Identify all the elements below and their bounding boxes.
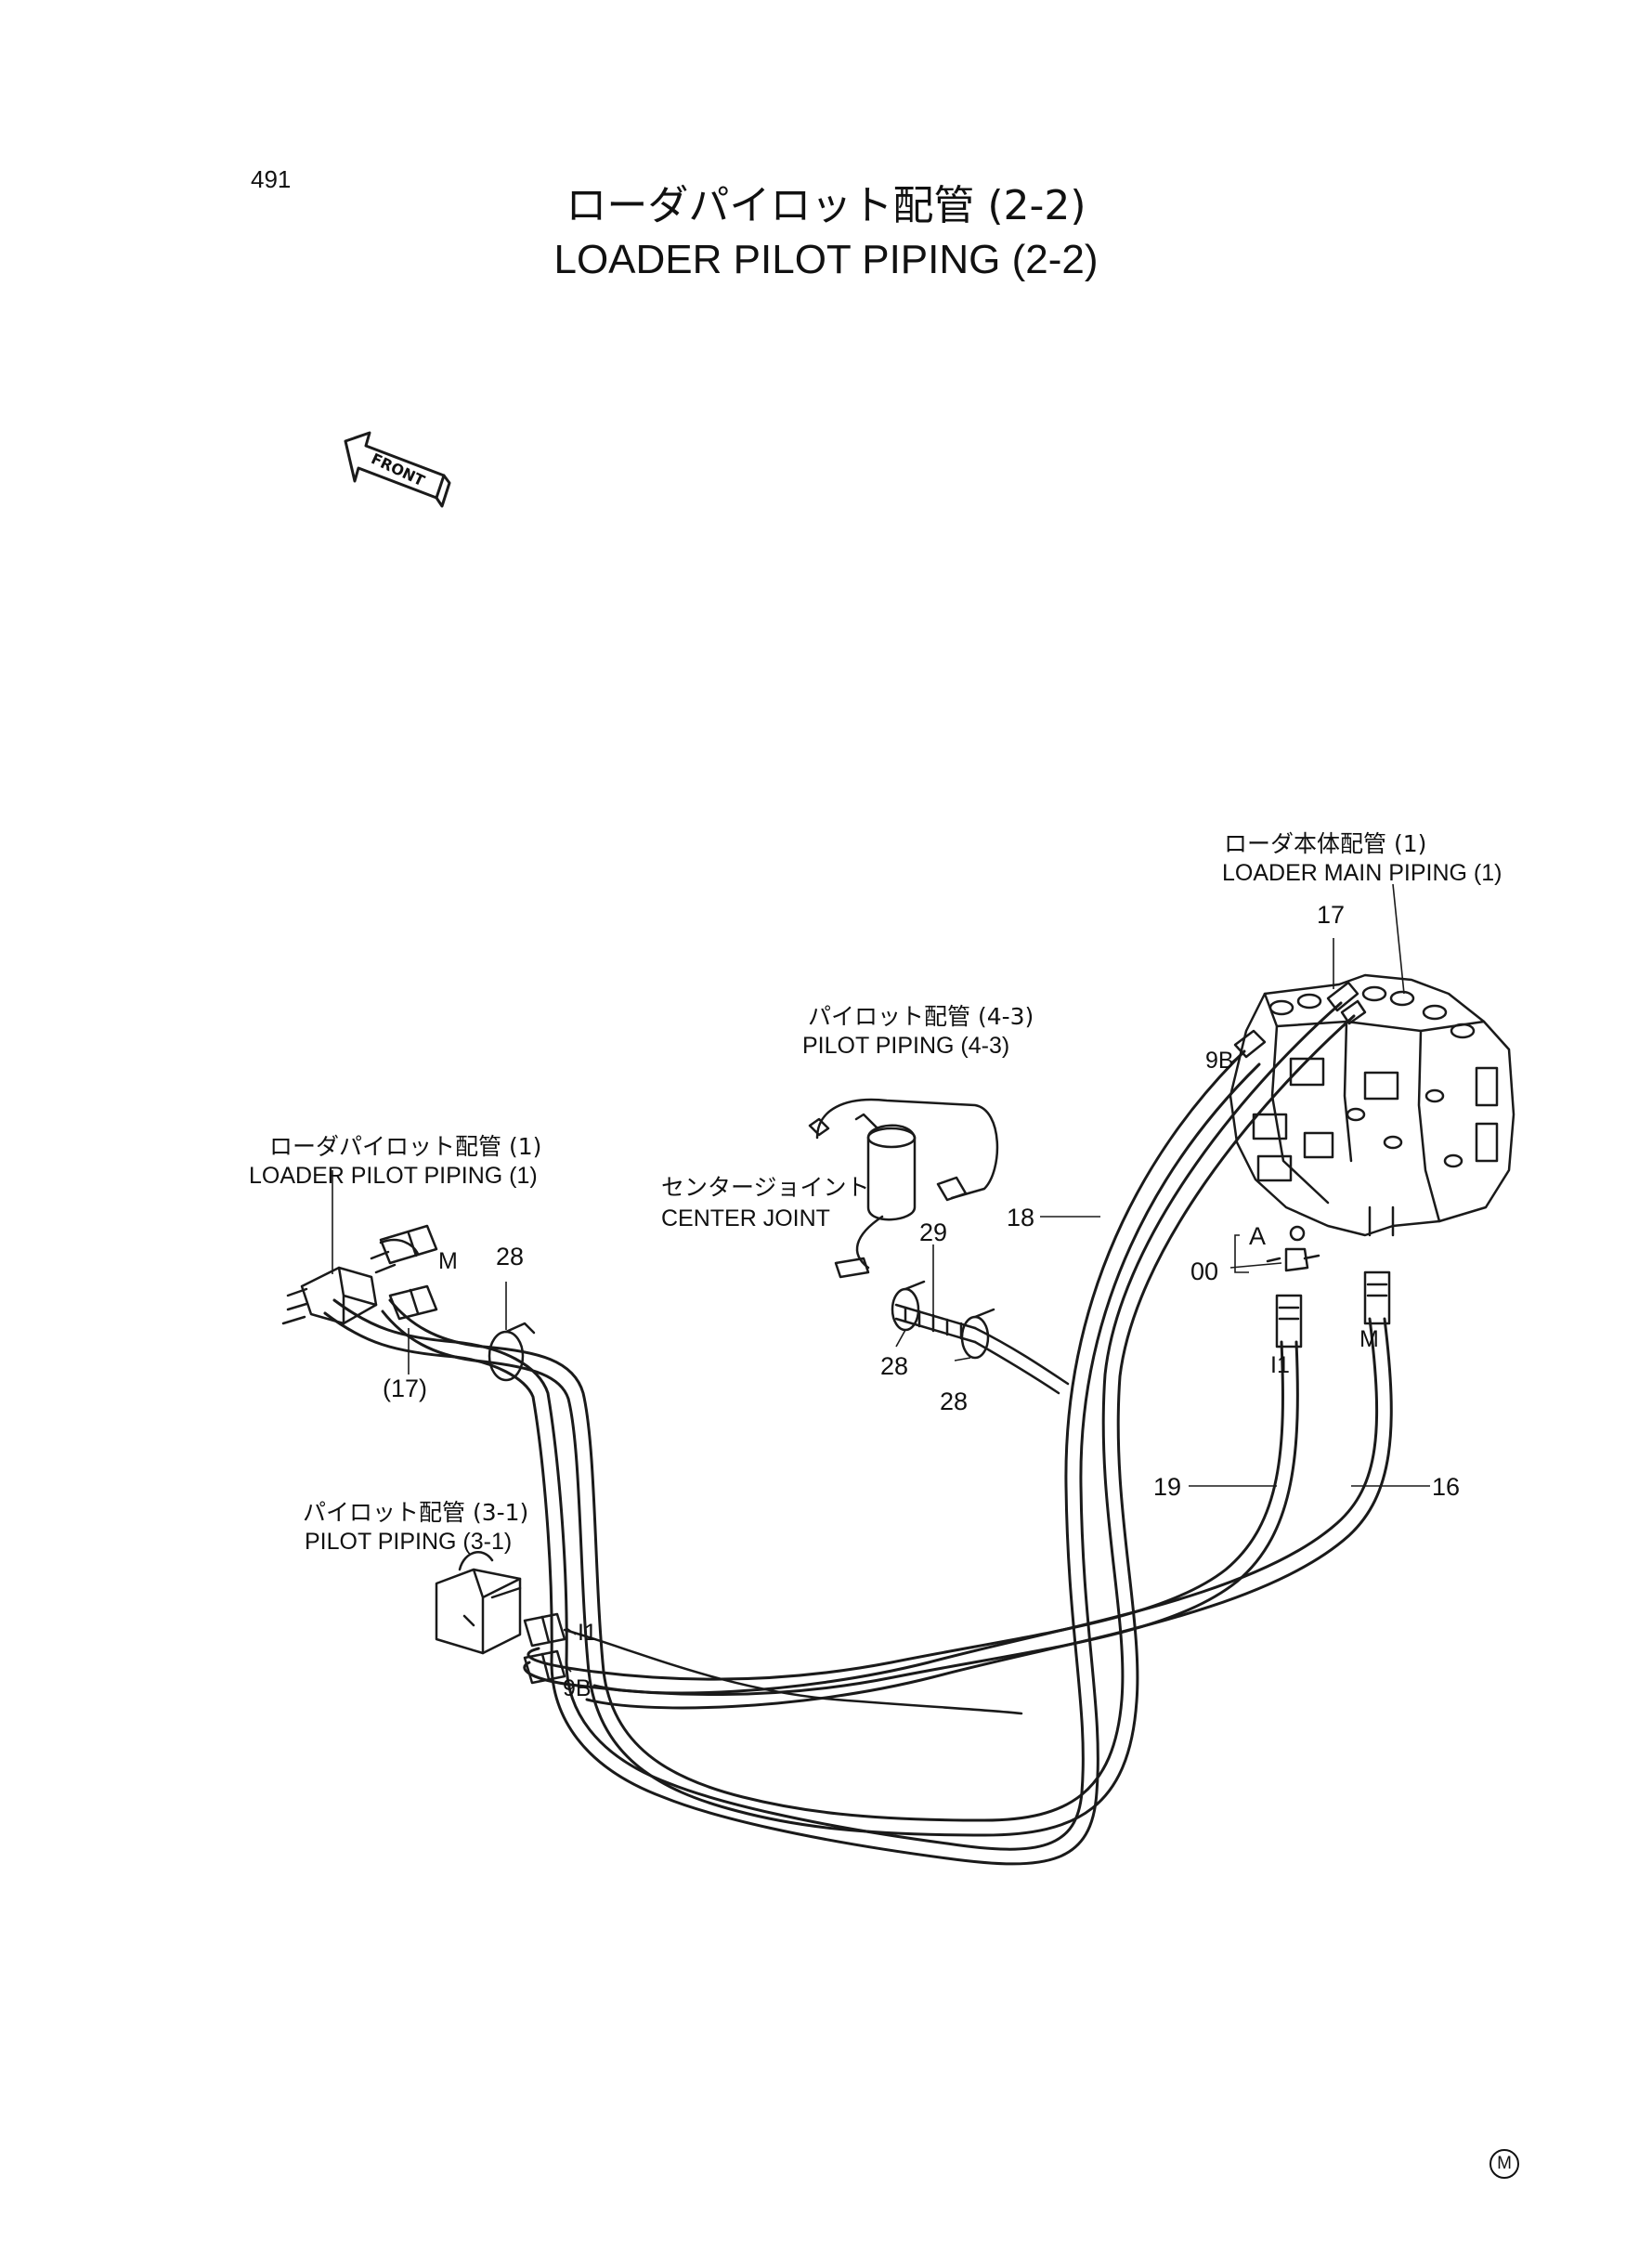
clamp-28-left [488, 1322, 536, 1382]
leader-lines [332, 883, 1430, 1673]
callout-9b-valve: 9B [1205, 1048, 1234, 1074]
control-valve-body [1229, 973, 1515, 1237]
ref-loader-pilot-piping-1-jp: ローダパイロット配管 (1) [269, 1133, 542, 1160]
fitting-i1-right [1275, 1294, 1303, 1348]
hose-17 [381, 1001, 1356, 1837]
callout-28-cj-b: 28 [940, 1388, 969, 1415]
pilot-block-3-1 [435, 1551, 522, 1655]
callout-17-paren: (17) [383, 1375, 428, 1402]
title-japanese: ローダパイロット配管 (2-2) [566, 182, 1086, 229]
ref-loader-pilot-piping-1-en: LOADER PILOT PIPING (1) [249, 1163, 538, 1189]
fitting-i1-bottom [523, 1612, 566, 1648]
callout-28-left: 28 [496, 1243, 525, 1270]
clamp-28-cj-b [960, 1308, 995, 1360]
callout-i1-bottom: I1 [578, 1620, 597, 1646]
callout-17-top: 17 [1317, 901, 1346, 929]
tee-fitting [1266, 1225, 1320, 1272]
callout-m-left: M [438, 1248, 458, 1274]
callout-18: 18 [1007, 1204, 1035, 1231]
callout-28-cj-a: 28 [880, 1352, 909, 1380]
hose-19 [523, 1340, 1299, 1697]
ref-pilot-piping-4-3-jp: パイロット配管 (4-3) [808, 1003, 1034, 1030]
ref-pilot-piping-3-1-en: PILOT PIPING (3-1) [305, 1529, 513, 1555]
fitting-m-right [1363, 1270, 1391, 1325]
ref-center-joint-en: CENTER JOINT [661, 1205, 830, 1231]
ref-center-joint-jp: センタージョイント [661, 1174, 870, 1201]
center-joint [808, 1098, 999, 1279]
hose-29 [894, 1303, 1070, 1395]
hose-18 [323, 1049, 1261, 1866]
front-arrow-icon [344, 431, 451, 508]
callout-9b-bottom: 9B [563, 1675, 592, 1701]
ref-pilot-piping-3-1-jp: パイロット配管 (3-1) [303, 1499, 529, 1526]
title-english: LOADER PILOT PIPING (2-2) [553, 237, 1099, 282]
fitting-9b-bottom [523, 1649, 566, 1685]
page-number: 491 [251, 165, 292, 193]
callout-a: A [1249, 1222, 1267, 1250]
callout-i1-right: I1 [1270, 1352, 1290, 1378]
callout-29: 29 [919, 1218, 948, 1246]
left-lower-hose-end [388, 1284, 438, 1321]
ref-loader-main-piping-en: LOADER MAIN PIPING (1) [1222, 860, 1502, 886]
footer-circled-m-mark: M [1489, 2149, 1519, 2179]
hose-end-bottom-a [563, 1628, 1023, 1715]
left-upper-hose-end [379, 1224, 438, 1265]
ref-pilot-piping-4-3-en: PILOT PIPING (4-3) [802, 1033, 1010, 1059]
ref-loader-main-piping-jp: ローダ本体配管 (1) [1224, 830, 1427, 857]
callout-m-right: M [1359, 1326, 1379, 1352]
hose-16 [585, 1317, 1393, 1710]
callout-19: 19 [1153, 1473, 1182, 1501]
callout-16: 16 [1432, 1473, 1461, 1501]
callout-00: 00 [1190, 1257, 1219, 1285]
